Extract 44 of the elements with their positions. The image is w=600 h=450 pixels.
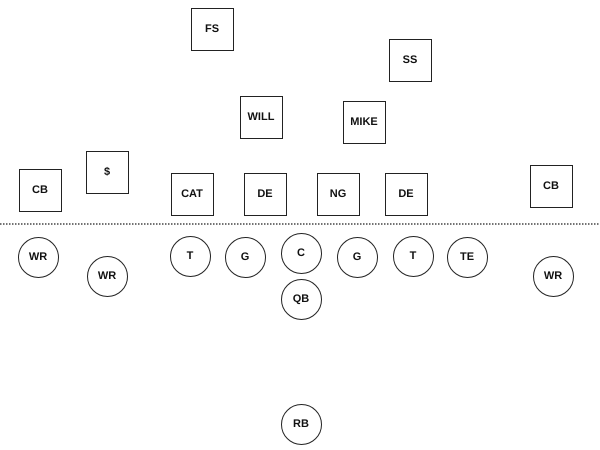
position-label: RB: [293, 418, 309, 430]
defender-square: [384, 172, 428, 216]
offense-circle: [18, 236, 58, 278]
defender-square: [240, 96, 282, 138]
offense-circle: [280, 278, 322, 320]
position-label: FS: [204, 24, 220, 34]
offense-circle: [532, 256, 574, 296]
position-label: NG: [330, 188, 346, 200]
position-label: DE: [398, 188, 414, 200]
defender-square: [388, 38, 432, 82]
position-label: DE: [257, 188, 273, 200]
defender-square: [86, 150, 128, 194]
position-label: WILL: [248, 112, 274, 122]
defender-square: [170, 172, 214, 216]
position-label: T: [410, 250, 416, 262]
offense-circle: [280, 232, 322, 274]
position-label: CB: [543, 180, 559, 192]
position-label: WR: [98, 270, 116, 282]
position-label: C: [297, 248, 305, 258]
position-label: G: [240, 252, 250, 262]
offense-circle: [170, 236, 210, 276]
position-label: WR: [544, 270, 562, 282]
position-label: T: [186, 250, 194, 262]
offense-circle: [392, 236, 434, 276]
defender-square: [190, 8, 234, 50]
position-label: CB: [32, 184, 48, 196]
position-label: MIKE: [350, 116, 378, 128]
position-label: G: [352, 252, 362, 262]
offense-circle: [86, 256, 128, 296]
position-label: CAT: [181, 188, 203, 200]
position-label: $: [104, 166, 110, 178]
position-label: QB: [292, 294, 310, 304]
defender-square: [316, 172, 360, 216]
offense-circle: [280, 404, 322, 444]
defender-square: [342, 100, 386, 144]
position-label: TE: [460, 252, 474, 262]
position-label: SS: [402, 54, 418, 66]
defender-square: [530, 164, 572, 208]
offense-circle: [336, 236, 378, 278]
offense-circle: [224, 236, 266, 278]
offense-circle: [446, 236, 488, 278]
defender-square: [244, 172, 286, 216]
position-label: WR: [28, 252, 48, 262]
defender-square: [18, 168, 62, 212]
